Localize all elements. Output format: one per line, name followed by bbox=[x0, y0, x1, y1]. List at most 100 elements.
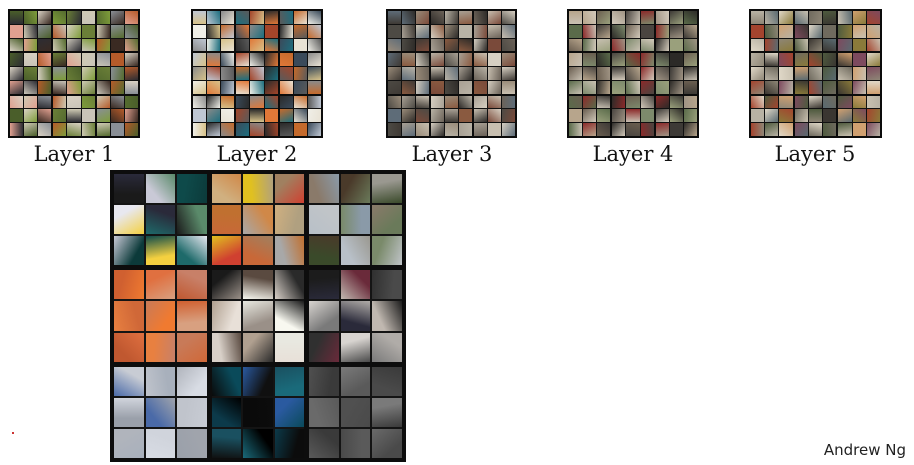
image-patch bbox=[24, 109, 38, 123]
image-patch bbox=[340, 205, 371, 235]
author-credit: Andrew Ng bbox=[823, 441, 906, 459]
image-patch bbox=[683, 53, 697, 67]
image-patch bbox=[502, 24, 515, 38]
image-patch bbox=[67, 11, 81, 24]
image-patch bbox=[583, 109, 597, 123]
image-patch bbox=[177, 236, 207, 266]
image-patch bbox=[243, 428, 273, 458]
image-patch bbox=[838, 95, 852, 109]
image-patch bbox=[488, 38, 501, 52]
image-patch bbox=[38, 67, 52, 80]
image-patch bbox=[53, 24, 67, 38]
image-patch bbox=[307, 123, 321, 136]
image-patch bbox=[488, 24, 501, 38]
image-patch bbox=[124, 53, 138, 67]
image-patch bbox=[655, 109, 669, 123]
image-patch bbox=[852, 95, 866, 109]
image-patch bbox=[669, 95, 683, 109]
image-patch bbox=[431, 109, 444, 123]
image-patch bbox=[402, 24, 415, 38]
image-patch bbox=[309, 301, 339, 331]
feature-block bbox=[431, 95, 472, 136]
image-patch bbox=[236, 80, 250, 94]
image-patch bbox=[372, 236, 402, 266]
image-patch bbox=[459, 38, 472, 52]
image-patch bbox=[145, 270, 176, 300]
feature-block bbox=[794, 53, 837, 94]
image-patch bbox=[416, 123, 429, 136]
image-patch bbox=[293, 95, 307, 109]
feature-block bbox=[309, 366, 402, 458]
image-patch bbox=[279, 53, 293, 67]
image-patch bbox=[431, 53, 444, 67]
image-patch bbox=[431, 123, 444, 136]
image-patch bbox=[838, 53, 852, 67]
image-patch bbox=[38, 38, 52, 52]
image-patch bbox=[402, 67, 415, 80]
image-patch bbox=[145, 205, 176, 235]
image-patch bbox=[388, 95, 401, 109]
feature-block bbox=[53, 11, 95, 52]
image-patch bbox=[10, 67, 24, 80]
image-patch bbox=[823, 38, 837, 52]
image-patch bbox=[193, 80, 207, 94]
image-patch bbox=[193, 109, 207, 123]
feature-block bbox=[655, 53, 697, 94]
feature-block bbox=[612, 53, 654, 94]
image-patch bbox=[264, 67, 278, 80]
image-patch bbox=[177, 428, 207, 458]
image-patch bbox=[110, 80, 124, 94]
image-patch bbox=[683, 95, 697, 109]
image-patch bbox=[211, 332, 242, 362]
image-patch bbox=[340, 236, 371, 266]
image-patch bbox=[402, 38, 415, 52]
image-patch bbox=[808, 123, 823, 136]
feature-block bbox=[431, 53, 472, 94]
image-patch bbox=[445, 38, 458, 52]
image-patch bbox=[10, 109, 24, 123]
image-patch bbox=[124, 24, 138, 38]
feature-block bbox=[751, 11, 793, 52]
feature-block bbox=[236, 95, 278, 136]
image-patch bbox=[765, 109, 779, 123]
image-patch bbox=[808, 38, 823, 52]
image-patch bbox=[293, 123, 307, 136]
image-patch bbox=[612, 38, 626, 52]
image-patch bbox=[459, 95, 472, 109]
image-patch bbox=[53, 109, 67, 123]
image-patch bbox=[474, 24, 487, 38]
image-patch bbox=[193, 24, 207, 38]
image-patch bbox=[779, 67, 793, 80]
image-patch bbox=[221, 67, 235, 80]
image-patch bbox=[794, 53, 808, 67]
image-patch bbox=[211, 366, 242, 396]
image-patch bbox=[569, 80, 583, 94]
image-patch bbox=[124, 38, 138, 52]
image-patch bbox=[53, 95, 67, 109]
image-patch bbox=[597, 95, 611, 109]
image-patch bbox=[583, 53, 597, 67]
layer-5-label: Layer 5 bbox=[774, 142, 856, 166]
image-patch bbox=[81, 109, 95, 123]
image-patch bbox=[445, 11, 458, 24]
image-patch bbox=[211, 397, 242, 427]
image-patch bbox=[640, 24, 654, 38]
image-patch bbox=[110, 123, 124, 136]
image-patch bbox=[96, 24, 110, 38]
image-patch bbox=[193, 53, 207, 67]
image-patch bbox=[683, 67, 697, 80]
image-patch bbox=[10, 80, 24, 94]
feature-block bbox=[612, 95, 654, 136]
image-patch bbox=[823, 67, 837, 80]
image-patch bbox=[145, 174, 176, 204]
image-patch bbox=[221, 53, 235, 67]
image-patch bbox=[110, 95, 124, 109]
image-patch bbox=[597, 80, 611, 94]
image-patch bbox=[794, 95, 808, 109]
feature-block bbox=[211, 174, 305, 266]
image-patch bbox=[96, 38, 110, 52]
image-patch bbox=[372, 428, 402, 458]
image-patch bbox=[211, 174, 242, 204]
image-patch bbox=[274, 205, 305, 235]
image-patch bbox=[459, 24, 472, 38]
